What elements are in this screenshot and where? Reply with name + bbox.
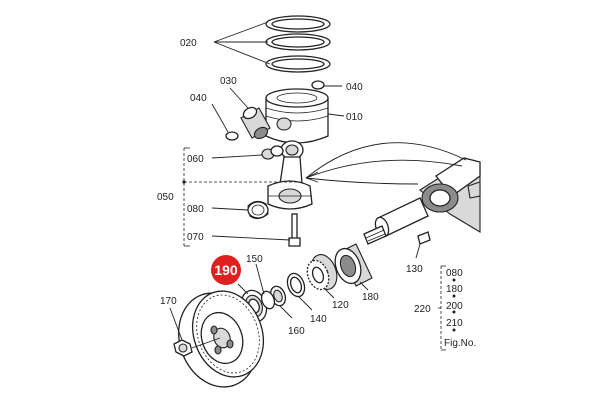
leader-150 — [255, 263, 265, 295]
leader-130 — [415, 243, 421, 259]
collar-140[interactable] — [284, 271, 307, 299]
label-220: 220 — [414, 304, 431, 315]
label-170: 170 — [160, 296, 177, 307]
leader-190 — [237, 283, 249, 295]
piston-rings[interactable] — [265, 15, 331, 73]
callout-190-label: 190 — [214, 262, 238, 278]
circlip-left[interactable] — [225, 131, 239, 141]
crankshaft[interactable] — [363, 157, 481, 245]
label-040-left: 040 — [190, 93, 207, 104]
small-end-bushing[interactable] — [261, 145, 284, 160]
leader-160 — [279, 305, 293, 319]
callout-190[interactable]: 190 — [211, 255, 241, 285]
label-160: 160 — [288, 326, 305, 337]
leaders-020 — [213, 21, 271, 65]
fig-number-080: 080 — [446, 268, 463, 279]
piston-pin[interactable] — [240, 105, 271, 141]
crank-pulley[interactable] — [166, 281, 275, 398]
label-030: 030 — [220, 76, 237, 87]
label-130: 130 — [406, 264, 423, 275]
label-150: 150 — [246, 254, 263, 265]
fig-number-210: 210 — [446, 318, 463, 329]
circlip-right[interactable] — [311, 80, 325, 90]
callout-190-badge — [211, 255, 241, 285]
label-070: 070 — [187, 232, 204, 243]
piston[interactable] — [265, 88, 329, 144]
leader-120 — [323, 287, 335, 299]
conrod-bolt[interactable] — [288, 213, 301, 247]
crank-key[interactable] — [417, 231, 431, 245]
label-080: 080 — [187, 204, 204, 215]
crankshaft-leaders — [305, 142, 467, 185]
label-060: 060 — [187, 154, 204, 165]
label-010: 010 — [346, 112, 363, 123]
label-180: 180 — [362, 292, 379, 303]
bracket-050 — [182, 147, 300, 247]
leader-010 — [327, 113, 345, 117]
crank-gear[interactable] — [303, 251, 341, 293]
fig-number-200: 200 — [446, 301, 463, 312]
label-020: 020 — [180, 38, 197, 49]
leader-060 — [211, 154, 263, 159]
leader-180 — [359, 281, 369, 291]
label-140: 140 — [310, 314, 327, 325]
conrod-bearing[interactable] — [247, 200, 269, 220]
collar-150[interactable] — [259, 289, 276, 310]
leader-030 — [229, 87, 249, 109]
leader-140 — [297, 295, 313, 311]
fig-number-180: 180 — [446, 284, 463, 295]
fig-legend-bracket — [436, 265, 456, 351]
label-040-right: 040 — [346, 82, 363, 93]
leader-170 — [169, 307, 183, 341]
main-bearing-180[interactable] — [331, 243, 373, 287]
fig-number-caption: Fig.No. — [444, 338, 476, 349]
leader-040-left — [211, 103, 229, 133]
leader-070 — [211, 235, 291, 241]
leader-080 — [211, 207, 249, 211]
label-050: 050 — [157, 192, 174, 203]
label-120: 120 — [332, 300, 349, 311]
